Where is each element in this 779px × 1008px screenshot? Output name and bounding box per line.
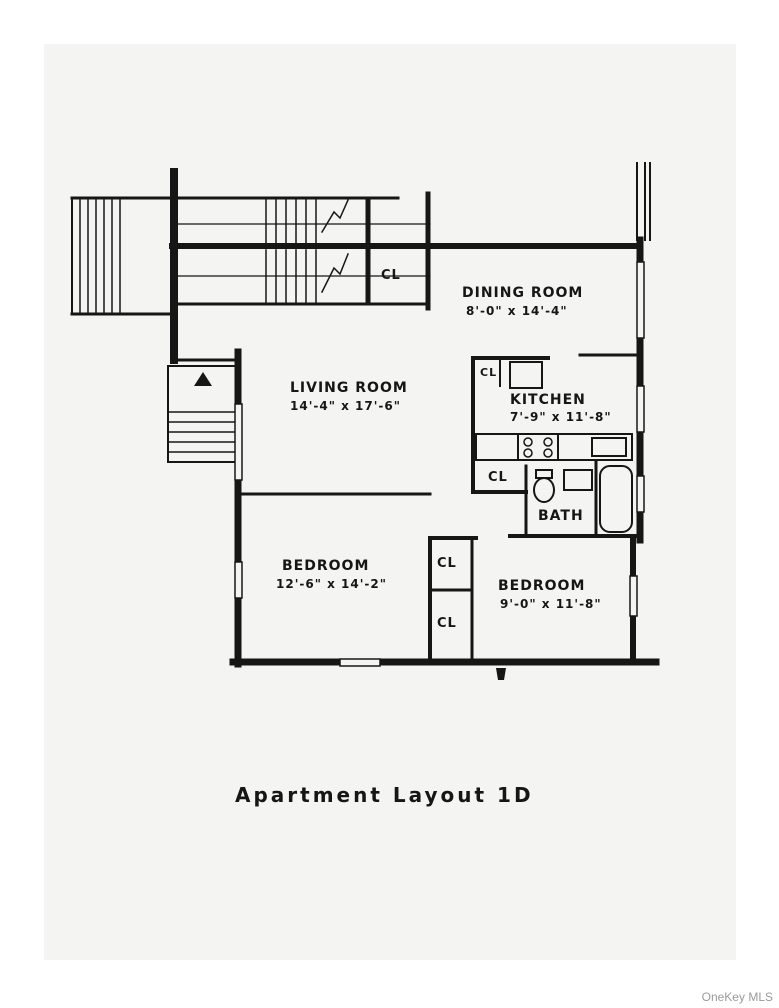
window-east-1 (636, 261, 645, 339)
living-room-dims: 14'-4" x 17'-6" (290, 399, 402, 413)
living-room-label: LIVING ROOM (290, 380, 408, 396)
kitchen-label: KITCHEN (510, 392, 586, 408)
toilet (533, 477, 555, 503)
closet-label-kitchen: CL (480, 366, 498, 379)
closet-label-bedroom-b: CL (437, 616, 457, 631)
kitchen-fridge (509, 361, 543, 389)
dining-room-dims: 8'-0" x 14'-4" (466, 304, 568, 318)
entry-arrow-icon (194, 372, 212, 386)
bedroom-2-label: BEDROOM (498, 578, 586, 594)
dining-room-label: DINING ROOM (462, 285, 584, 301)
stair-break-mark-upper (320, 199, 349, 234)
bedroom-2-dims: 9'-0" x 11'-8" (500, 597, 602, 611)
kitchen-range (517, 433, 559, 461)
south-marker-icon (496, 668, 506, 680)
bath-label: BATH (538, 508, 584, 524)
exterior-landing (71, 197, 173, 315)
bedroom-1-label: BEDROOM (282, 558, 370, 574)
closet-label-corridor: CL (381, 268, 401, 283)
closet-label-bedroom-a: CL (437, 556, 457, 571)
window-west-2 (234, 561, 243, 599)
bathtub (599, 465, 633, 533)
stair-break-mark-lower (320, 253, 349, 294)
watermark: OneKey MLS (701, 990, 773, 1004)
closet-label-hall: CL (488, 470, 508, 485)
bath-vanity (563, 469, 593, 491)
kitchen-dims: 7'-9" x 11'-8" (510, 410, 612, 424)
bedroom-1-dims: 12'-6" x 14'-2" (276, 577, 388, 591)
kitchen-sink (591, 437, 627, 457)
window-east-2 (636, 385, 645, 433)
layout-title: Apartment Layout 1D (235, 783, 534, 807)
window-west-1 (234, 403, 243, 481)
window-east-3 (636, 475, 645, 513)
window-south (339, 658, 381, 667)
window-east-4 (629, 575, 638, 617)
